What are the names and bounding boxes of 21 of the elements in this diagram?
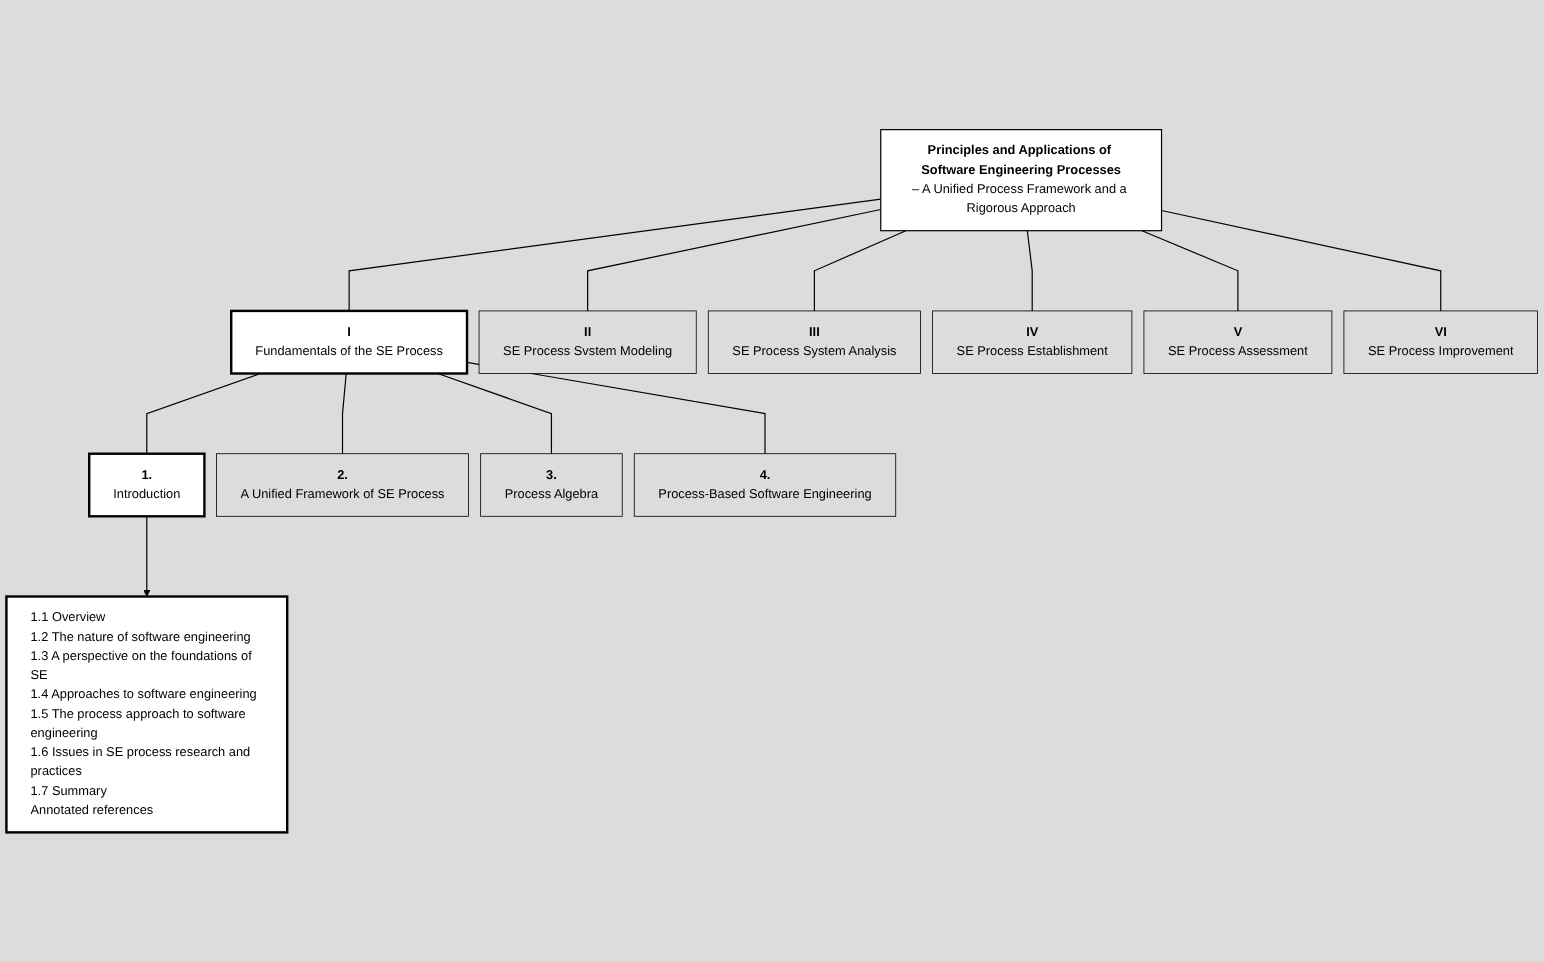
node-box — [480, 453, 623, 517]
connector — [437, 372, 553, 455]
connector — [1141, 230, 1239, 312]
node-box — [230, 309, 469, 375]
connector — [348, 198, 882, 312]
node-box — [932, 310, 1133, 374]
node-box — [1343, 310, 1538, 374]
node-box — [5, 595, 289, 834]
node-box — [633, 453, 897, 517]
node-box — [707, 310, 921, 374]
connector — [813, 230, 907, 312]
connector — [341, 372, 347, 455]
node-box — [880, 129, 1163, 232]
node-box — [478, 310, 697, 374]
connector — [1160, 209, 1442, 312]
node-box — [216, 453, 469, 517]
node-box — [88, 452, 206, 518]
arrow — [143, 515, 151, 597]
node-box — [1143, 310, 1333, 374]
connector — [587, 208, 882, 312]
connector — [1026, 230, 1033, 312]
